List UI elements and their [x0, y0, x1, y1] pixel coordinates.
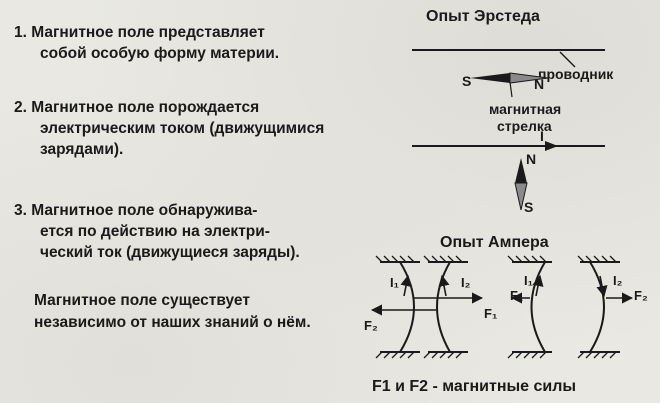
current-arrow [545, 141, 558, 151]
left-pair-wire-1 [399, 261, 415, 353]
right-pair-wire-2 [589, 261, 605, 353]
ampere-right-pair: I₁ I₂ F₁ F₂ [507, 255, 648, 359]
statement-3-line-3: ческий ток (движущиеся заряды). [40, 244, 300, 261]
right-pair-hatch-bottom [507, 351, 617, 359]
right-pair-current-2-arrow [596, 275, 608, 298]
statement-3: 3. Магнитное поле обнаружива- ется по де… [14, 200, 354, 263]
ampere-left-pair: I₁ I₂ F₁ F₂ [364, 255, 497, 359]
left-pair-force-2-label: F₂ [364, 318, 378, 333]
magnetic-forces-caption: F1 и F2 - магнитные силы [372, 378, 577, 395]
statement-2-number: 2. [14, 99, 27, 116]
statement-1-line-1: 1. Магнитное поле представляет [14, 22, 344, 43]
left-pair-current-2-label: I₂ [461, 275, 471, 290]
left-pair-hatch-top [375, 255, 463, 263]
right-pair-current-2-label: I₂ [613, 273, 623, 288]
needle-pole-n-top: N [534, 76, 544, 92]
statement-1-line-2: собой особую форму материи. [40, 45, 280, 62]
conductor-pointer [559, 51, 576, 68]
statement-1-text-1: Магнитное поле представляет [31, 24, 265, 41]
statement-2-line-1: 2. Магнитное поле порождается [14, 97, 344, 118]
needle-label-line-1: магнитная [489, 101, 561, 117]
ampere-title: Опыт Ампера [440, 234, 549, 251]
right-pair-current-1-label: I₁ [524, 273, 533, 288]
needle-n-half [509, 72, 549, 84]
statement-2-text-1: Магнитное поле порождается [31, 99, 260, 116]
ampere-diagram: I₁ I₂ F₁ F₂ I₁ [364, 255, 648, 359]
right-pair-force-2-label: F₂ [634, 288, 648, 303]
needle-s-half [470, 73, 510, 83]
statement-2: 2. Магнитное поле порождается электричес… [14, 97, 344, 160]
right-pair-force-1-label: F₁ [510, 288, 523, 303]
current-label: I [540, 128, 544, 144]
left-pair-current-1-arrow [400, 274, 412, 297]
statement-1-number: 1. [14, 24, 27, 41]
left-pair-wire-2 [436, 261, 451, 353]
oersted-diagram: проводник S N магнитная стрелка I N S [412, 49, 614, 215]
right-pair-current-1-arrow [532, 274, 544, 297]
needle-pole-n-bottom: N [526, 151, 536, 167]
statement-3-line-1: 3. Магнитное поле обнаружива- [14, 200, 354, 221]
note-line-2: независимо от наших знаний о нём. [34, 314, 311, 331]
statement-3-text-1: Магнитное поле обнаружива- [31, 202, 258, 219]
needle-label-line-2: стрелка [497, 118, 552, 134]
left-pair-current-2-arrow [438, 274, 450, 297]
oersted-title: Опыт Эрстеда [426, 8, 540, 25]
independence-note: Магнитное поле существует независимо от … [34, 290, 311, 334]
left-pair-hatch-bottom [375, 351, 463, 359]
left-pair-force-1-label: F₁ [484, 306, 497, 321]
statement-3-number: 3. [14, 202, 27, 219]
vneedle-n-half [515, 158, 527, 183]
conductor-label: проводник [538, 66, 614, 82]
vertical-needle [514, 158, 528, 211]
left-pair-current-1-label: I₁ [390, 275, 399, 290]
right-pair-hatch-top [507, 255, 617, 263]
statement-2-line-3: зарядами). [40, 141, 124, 158]
statement-2-line-2: электрическим током (движущимися [40, 120, 325, 137]
needle-pointer [509, 81, 513, 98]
needle-pole-s-top: S [462, 73, 471, 89]
note-line-1: Магнитное поле существует [34, 292, 250, 309]
statement-1: 1. Магнитное поле представляет собой осо… [14, 22, 344, 64]
vneedle-s-half [514, 182, 528, 211]
horizontal-needle [470, 72, 549, 84]
needle-pole-s-bottom: S [524, 199, 533, 215]
right-pair-wire-1 [530, 261, 546, 353]
statement-3-line-2: ется по действию на электри- [40, 223, 270, 240]
